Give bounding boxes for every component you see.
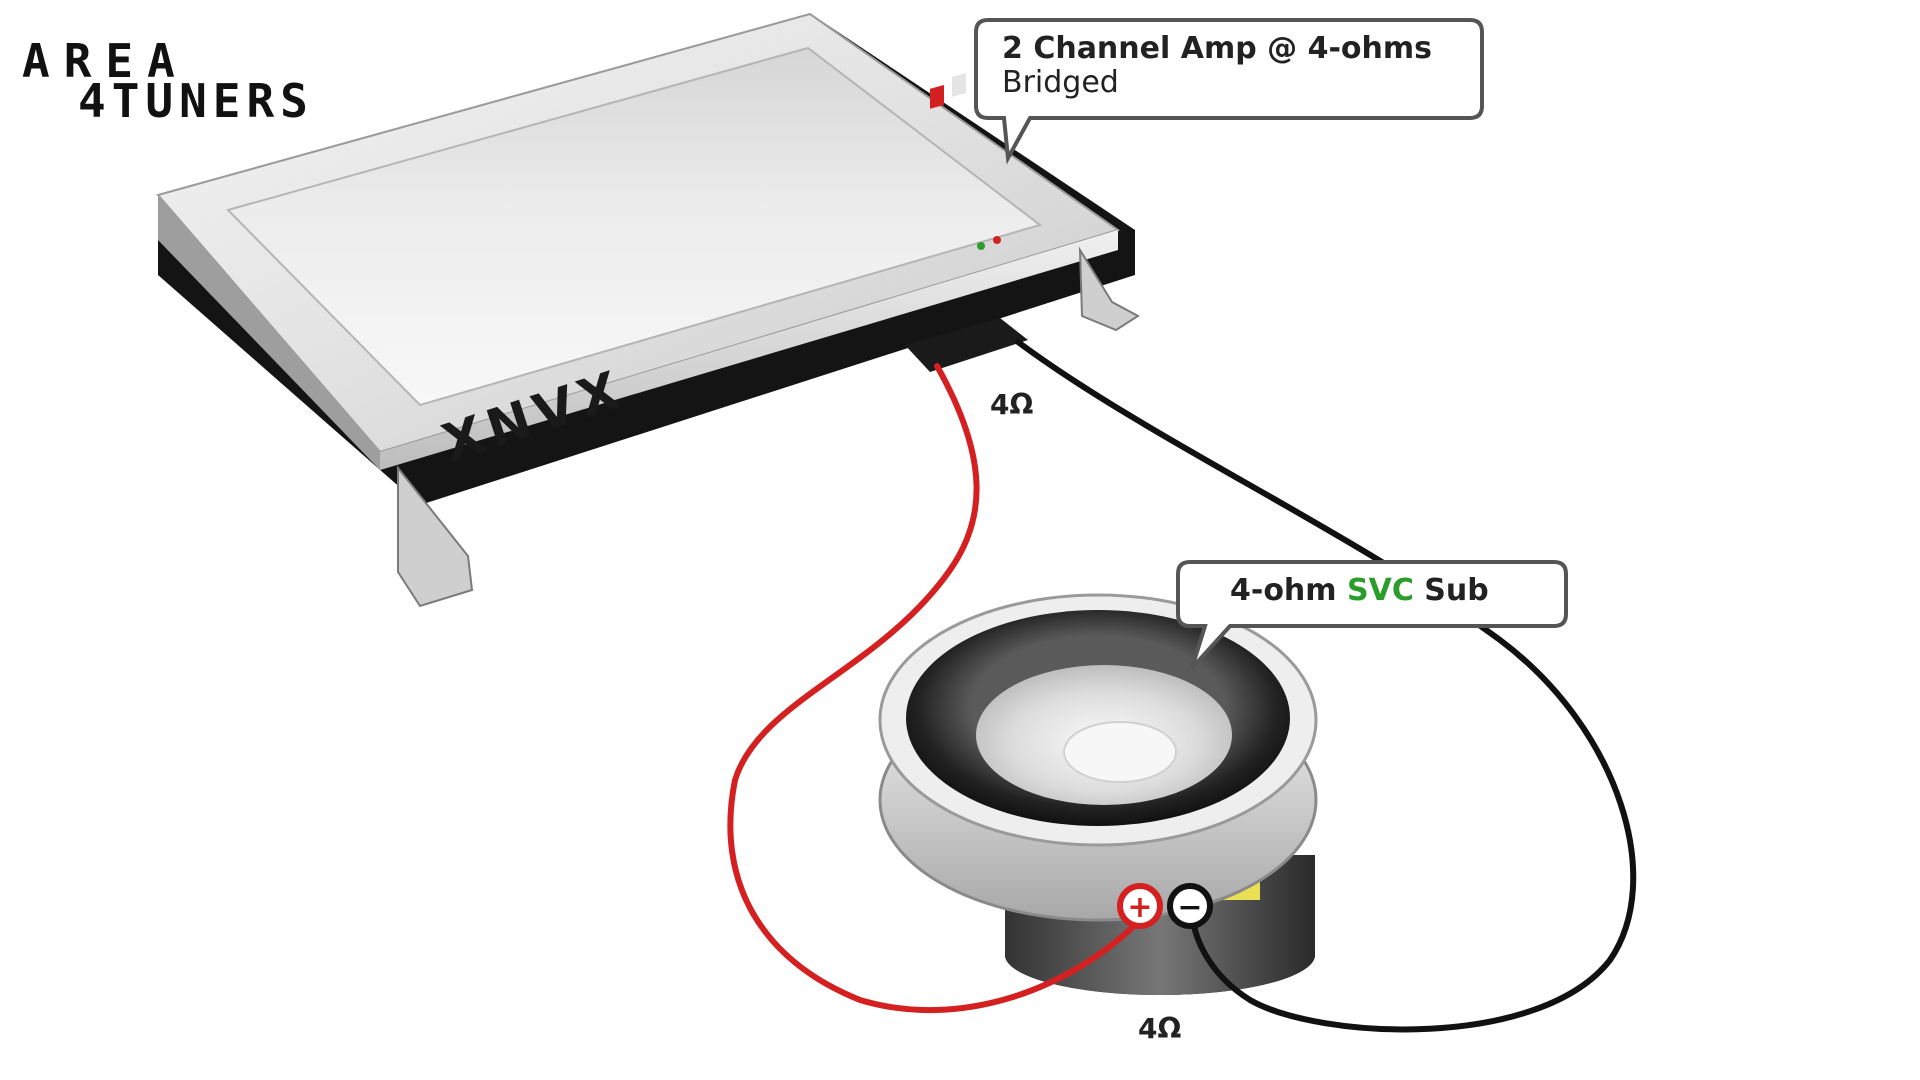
negative-terminal: −: [1167, 883, 1213, 929]
sub-callout-prefix: 4-ohm: [1230, 573, 1347, 608]
sub-callout-text: 4-ohm SVC Sub: [1230, 574, 1489, 608]
protect-led-red: [993, 236, 1001, 244]
logo-line-1: AREA: [22, 34, 189, 88]
logo-line-2: 4TUNERS: [78, 74, 314, 128]
negative-wire: [1015, 339, 1637, 1033]
sub-impedance-label: 4Ω: [1138, 1012, 1182, 1045]
amp-callout-bubble: [974, 18, 1484, 165]
amp-callout-title: 2 Channel Amp @ 4-ohms: [1002, 31, 1432, 66]
positive-terminal: +: [1117, 883, 1163, 929]
amp-callout-text: 2 Channel Amp @ 4-ohms Bridged: [1002, 32, 1432, 100]
positive-wire: [727, 363, 1143, 1014]
negative-symbol: −: [1177, 890, 1202, 925]
amplifier: [156, 12, 1140, 608]
amp-callout-subtitle: Bridged: [1002, 65, 1119, 100]
sub-callout-highlight: SVC: [1347, 573, 1414, 608]
area4tuners-logo: AREA 4TUNERS: [22, 38, 412, 124]
positive-symbol: +: [1127, 890, 1152, 925]
sub-callout-bubble: [1176, 560, 1568, 670]
sub-callout-suffix: Sub: [1413, 573, 1489, 608]
power-led-green: [977, 242, 985, 250]
subwoofer: [878, 593, 1318, 995]
amp-impedance-label: 4Ω: [990, 388, 1034, 421]
